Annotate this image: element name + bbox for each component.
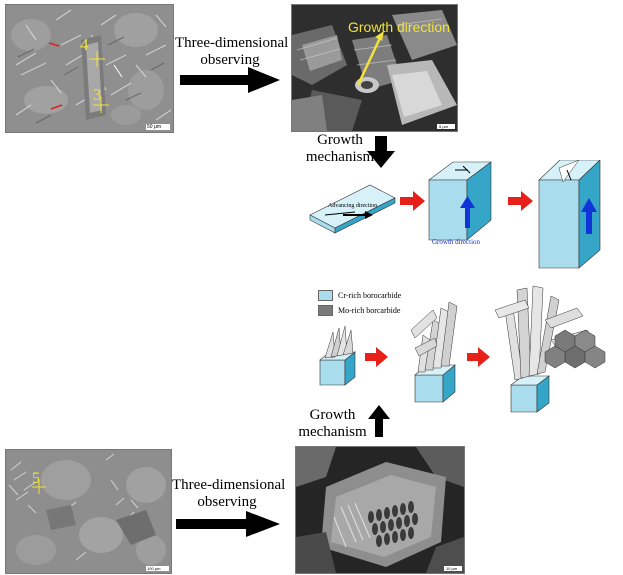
- bottom-right-sem-image: 10 µm: [295, 446, 465, 574]
- bottom-observing-label-line1: Three-dimensional: [172, 477, 286, 493]
- growth-mechanism-top-label: Growth mechanism: [300, 132, 380, 166]
- legend-swatch-cr-rich: [318, 289, 333, 301]
- bottom-observing-arrow: [176, 511, 280, 537]
- stage1-plate: [309, 184, 396, 234]
- bottom-red-arrow-1: [365, 347, 388, 367]
- advancing-direction-label: Advancing direction: [328, 203, 378, 209]
- point-label-4: 4: [80, 35, 89, 54]
- legend-label-cr-rich: Cr-rich borocarbide: [338, 290, 402, 300]
- bottom-observing-label-line2: observing: [197, 494, 257, 510]
- stage2-cube: [428, 161, 492, 241]
- scale-bar-bottom-left: 100 µm: [147, 566, 161, 571]
- point-label-5: 5: [32, 470, 40, 487]
- growth-mechanism-top-line1: Growth: [317, 132, 363, 148]
- growth-mechanism-down-arrow: [367, 136, 395, 168]
- growth-mechanism-up-arrow: [368, 405, 390, 437]
- bottom-stage1: [319, 325, 356, 386]
- bottom-stage3: [494, 285, 606, 413]
- top-observing-label: Three-dimensional observing: [175, 35, 289, 69]
- top-left-micrograph: 4 3 50 µm: [5, 4, 174, 133]
- bottom-red-arrow-2: [467, 347, 490, 367]
- scale-bar-bottom-right: 10 µm: [446, 566, 458, 571]
- scale-bar-top-right: 5 µm: [439, 124, 448, 129]
- growth-direction-sem-label: Growth direction: [348, 19, 450, 35]
- legend-swatch-mo-rich: [318, 304, 333, 316]
- bottom-observing-label: Three-dimensional observing: [172, 477, 286, 511]
- growth-mechanism-bottom-line2: mechanism: [298, 424, 367, 440]
- bottom-left-micrograph-texture: [6, 450, 171, 573]
- legend-label-mo-rich: Mo-rich borcarbide: [338, 305, 401, 315]
- scale-bar-top-left: 50 µm: [147, 124, 161, 130]
- bottom-mechanism-diagram: [319, 285, 606, 413]
- legend-item-mo-rich: Mo-rich borcarbide: [318, 304, 438, 316]
- growth-mechanism-bottom-label: Growth mechanism: [295, 407, 370, 441]
- growth-direction-label: Growth direction: [432, 238, 481, 246]
- top-right-sem-image: Growth direction 5 µm: [291, 4, 458, 132]
- legend: Cr-rich borocarbide Mo-rich borcarbide: [318, 289, 438, 316]
- bottom-left-micrograph: 5 100 µm: [5, 449, 172, 574]
- top-observing-arrow: [180, 67, 280, 93]
- point-label-3: 3: [93, 85, 102, 104]
- bottom-right-sem-texture: [296, 447, 464, 573]
- bottom-stage2: [410, 301, 458, 403]
- growth-mechanism-bottom-line1: Growth: [309, 407, 356, 423]
- red-arrow-1: [400, 191, 425, 211]
- growth-mechanism-top-line2: mechanism: [305, 149, 375, 165]
- top-mechanism-diagram: [309, 160, 601, 269]
- top-observing-label-line2: observing: [200, 52, 260, 68]
- legend-item-cr-rich: Cr-rich borocarbide: [318, 289, 438, 301]
- top-left-micrograph-texture: [6, 5, 173, 132]
- red-arrow-2: [508, 191, 533, 211]
- stage3-tall-cube: [538, 160, 601, 269]
- top-right-sem-texture: [292, 5, 457, 131]
- top-observing-label-line1: Three-dimensional: [175, 35, 289, 51]
